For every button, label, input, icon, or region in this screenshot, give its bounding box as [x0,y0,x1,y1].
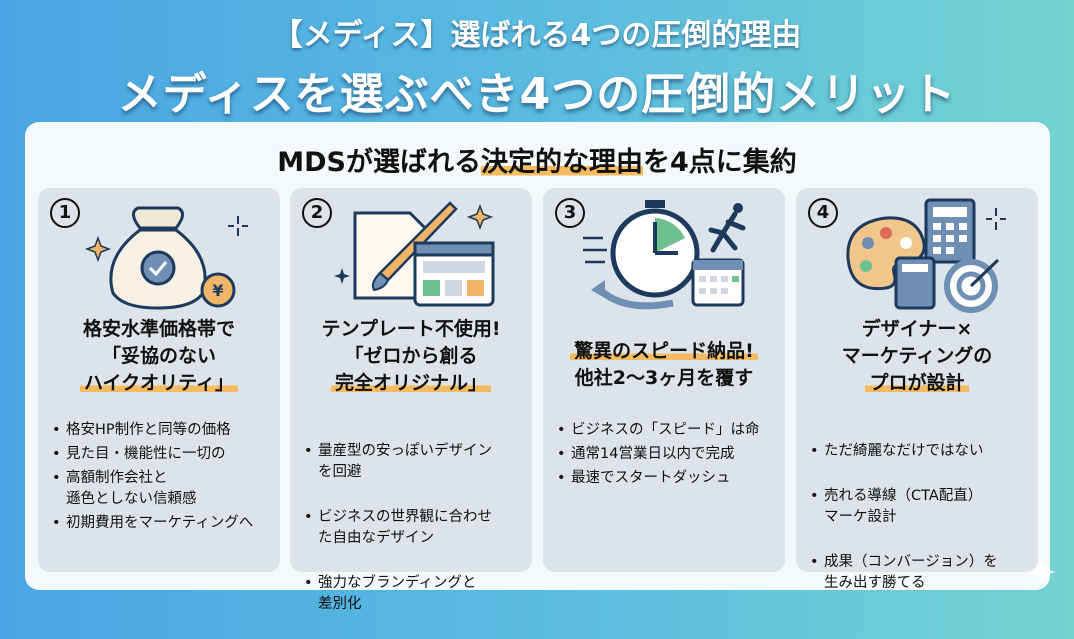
title-line-highlight: プロが設計 [865,372,969,394]
bullet-item: 格安HP制作と同等の価格 [50,420,274,441]
bullet-list: 量産型の安っぽいデザイン を回避 ビジネスの世界観に合わせ た自由なデザイン 強… [302,420,526,639]
title-line: デザイナー× [861,318,973,340]
bullet-item: 強力なブランディングと 差別化 [302,573,526,615]
bullet-item: ビジネスの「スピード」は命 [555,420,779,441]
title-line: 「妥協のない [101,345,216,367]
title-line: マーケティングの [841,345,993,367]
card-2: 2 テンプレート不使用! 「ゼロから創る 完全オリジナル」 量産型の安っぽいデザ… [290,188,532,612]
card-number: 2 [302,198,332,228]
paper-brush-browser-icon [334,201,495,307]
header-title: 【メディス】選ばれる4つの圧倒的理由 [272,18,802,53]
title-line-highlight: 完全オリジナル」 [330,372,491,394]
card-3: 3 驚異のスピード納品! 他社2〜3ヶ月を覆す ビジネスの「スピード」は命 通常… [543,188,785,572]
bullet-item: 売れる導線（CTA配直） マーケ設計 [808,486,1032,528]
card-title: 驚異のスピード納品! 他社2〜3ヶ月を覆す [543,338,785,392]
title-line-highlight: ハイクオリティ」 [79,372,239,394]
palette-calculator-target-icon [846,198,1006,313]
subtitle-post: を4点に集約 [642,147,797,178]
card-1: 1 ¥ 格安水準価格帯で 「妥協のない ハイクオリティ」 格安HP制作と同等の価… [38,188,280,572]
bullet-list: ただ綺麗なだけではない 売れる導線（CTA配直） マーケ設計 成果（コンバージョ… [808,420,1032,618]
card-4: 4 デザイナー× マーケティングの プロが設計 ただ綺麗なだけではない 売れる導… [796,188,1038,591]
sparkle-icon [1028,558,1056,586]
bullet-item: ただ綺麗なだけではない [808,441,1032,462]
card-number: 4 [808,198,838,228]
bullet-item: 最速でスタートダッシュ [555,468,779,489]
bullet-list: ビジネスの「スピード」は命 通常14営業日以内で完成 最速でスタートダッシュ [555,420,779,492]
subtitle-pre: MDSが選ばれる [277,147,481,178]
card-title: デザイナー× マーケティングの プロが設計 [796,316,1038,397]
money-bag-coins-icon: ¥ [84,206,248,310]
bullet-item: 見た目・機能性に一切の [50,444,274,465]
card-number: 1 [50,198,80,228]
title-line: 他社2〜3ヶ月を覆す [574,367,754,389]
title-line: テンプレート不使用! [321,318,501,340]
bullet-item: 高額制作会社と 遜色としない信頼感 [50,468,274,510]
bullet-item: 通常14営業日以内で完成 [555,444,779,465]
card-number: 3 [555,198,585,228]
bullet-item: 量産型の安っぽいデザイン を回避 [302,441,526,483]
headline: メディスを選ぶべき4つの圧倒的メリット [117,69,957,120]
bullet-item: 成果（コンバージョン）を 生み出す勝てる [808,552,1032,594]
bullet-item: ビジネスの世界観に合わせ た自由なデザイン [302,507,526,549]
bullet-item: 初期費用をマーケティングへ [50,513,274,534]
title-line: 「ゼロから創る [344,345,478,367]
bullet-list: 格安HP制作と同等の価格 見た目・機能性に一切の 高額制作会社と 遜色としない信… [50,420,274,537]
title-line: 格安水準価格帯で [82,318,235,340]
subtitle-highlight: 決定的な理由 [480,147,643,178]
stopwatch-runner-calendar-icon [583,200,746,310]
subtitle: MDSが選ばれる決定的な理由を4点に集約 [0,140,1074,179]
card-title: 格安水準価格帯で 「妥協のない ハイクオリティ」 [38,316,280,397]
svg-text:¥: ¥ [212,281,223,300]
card-title: テンプレート不使用! 「ゼロから創る 完全オリジナル」 [290,316,532,397]
title-line-highlight: 驚異のスピード納品! [570,340,758,362]
